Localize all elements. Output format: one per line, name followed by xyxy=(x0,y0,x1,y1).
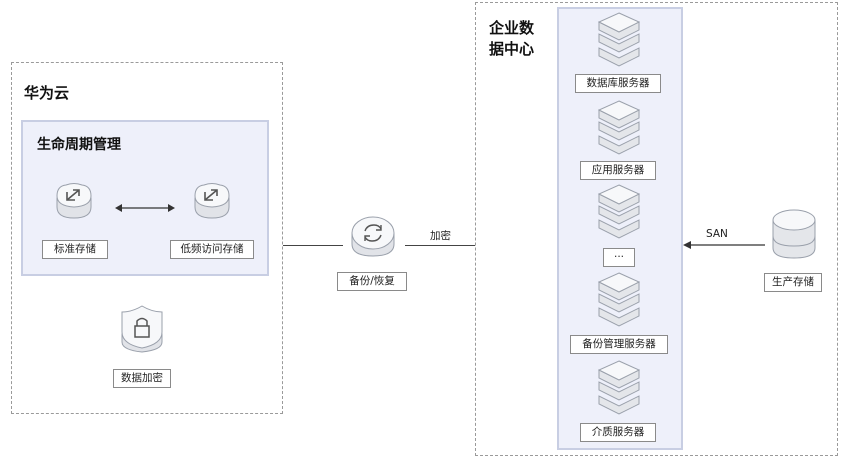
encrypt-label: 加密 xyxy=(430,230,451,242)
huawei-cloud-box xyxy=(11,62,283,414)
database-server-label: 数据库服务器 xyxy=(575,74,661,93)
application-server-icon xyxy=(597,100,641,155)
production-storage-label: 生产存储 xyxy=(764,273,822,292)
line-backup-to-datacenter xyxy=(405,245,475,246)
standard-storage-label: 标准存储 xyxy=(42,240,108,259)
huawei-cloud-title: 华为云 xyxy=(24,84,70,102)
lifecycle-title: 生命周期管理 xyxy=(37,137,121,153)
data-encryption-shield-icon xyxy=(121,305,163,353)
production-storage-icon xyxy=(772,209,816,259)
line-cloud-to-backup xyxy=(283,245,343,246)
lifecycle-double-arrow xyxy=(115,204,175,212)
datacenter-title-line2: 据中心 xyxy=(489,40,535,58)
datacenter-title-line1: 企业数 xyxy=(489,19,535,37)
media-server-label: 介质服务器 xyxy=(580,423,656,442)
infrequent-storage-icon xyxy=(194,183,230,219)
backup-management-server-icon xyxy=(597,272,641,327)
san-label: SAN xyxy=(706,228,728,240)
ellipsis-server-label: ··· xyxy=(603,248,635,267)
media-server-icon xyxy=(597,360,641,415)
backup-management-server-label: 备份管理服务器 xyxy=(570,335,668,354)
backup-restore-label: 备份/恢复 xyxy=(337,272,407,291)
san-arrow xyxy=(683,241,765,249)
datacenter-box xyxy=(475,2,838,456)
generic-server-icon xyxy=(597,184,641,239)
application-server-label: 应用服务器 xyxy=(580,161,656,180)
standard-storage-icon xyxy=(56,183,92,219)
backup-restore-icon xyxy=(351,216,395,257)
database-server-icon xyxy=(597,12,641,67)
infrequent-storage-label: 低频访问存储 xyxy=(170,240,254,259)
data-encryption-label: 数据加密 xyxy=(113,369,171,388)
